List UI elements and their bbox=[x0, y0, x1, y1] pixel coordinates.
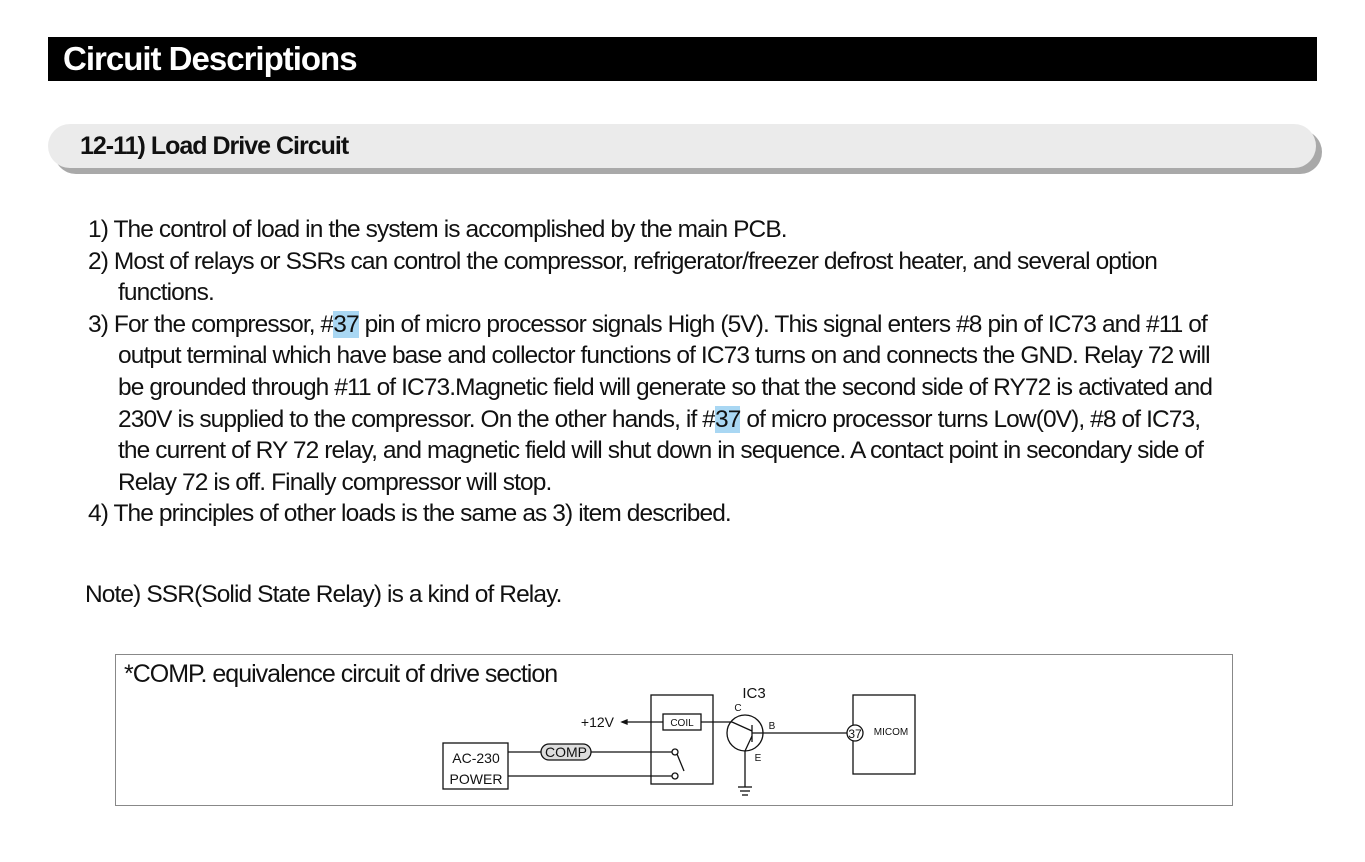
note: Note) SSR(Solid State Relay) is a kind o… bbox=[85, 581, 562, 608]
text: 230V is supplied to the compressor. On t… bbox=[118, 405, 716, 433]
power-label: AC-230 bbox=[452, 750, 500, 766]
circuit-diagram-frame bbox=[115, 654, 1233, 806]
item-2-cont: functions. bbox=[118, 279, 215, 307]
text: of micro processor turns Low(0V), #8 of … bbox=[740, 405, 1201, 433]
ic-label: IC3 bbox=[742, 685, 765, 702]
item-3-cont: 230V is supplied to the compressor. On t… bbox=[88, 404, 1212, 436]
section-title: 12-11) Load Drive Circuit bbox=[48, 124, 1316, 168]
power-label: POWER bbox=[450, 771, 503, 787]
highlight: 37 bbox=[715, 405, 741, 433]
page-title: Circuit Descriptions bbox=[48, 37, 1317, 81]
item-1: 1) The control of load in the system is … bbox=[88, 216, 788, 243]
text: 3) For the compressor, # bbox=[88, 310, 334, 338]
collector-label: C bbox=[734, 703, 741, 714]
description-list: 1) The control of load in the system is … bbox=[88, 214, 1213, 530]
diagram-title: *COMP. equivalence circuit of drive sect… bbox=[124, 660, 558, 688]
micom-label: MICOM bbox=[874, 727, 908, 738]
item-3-cont: the current of RY 72 relay, and magnetic… bbox=[118, 437, 1204, 465]
item-3-cont: Relay 72 is off. Finally compressor will… bbox=[118, 468, 552, 496]
coil-label: COIL bbox=[670, 718, 694, 729]
relay-box bbox=[650, 694, 714, 785]
highlight: 37 bbox=[333, 310, 360, 338]
emitter-label: E bbox=[755, 753, 762, 764]
voltage-label: +12V bbox=[581, 714, 615, 730]
item-4: 4) The principles of other loads is the … bbox=[88, 500, 732, 528]
base-label: B bbox=[769, 721, 776, 732]
pin-label: 37 bbox=[848, 727, 862, 741]
item-3-cont: be grounded through #11 of IC73.Magnetic… bbox=[118, 373, 1213, 401]
pin-circle bbox=[846, 724, 864, 742]
comp-label: COMP bbox=[545, 744, 587, 760]
item-3: 3) For the compressor, #37 pin of micro … bbox=[88, 309, 1212, 341]
item-3-cont: output terminal which have base and coll… bbox=[118, 342, 1211, 370]
item-2: 2) Most of relays or SSRs can control th… bbox=[88, 247, 1158, 275]
power-box bbox=[442, 742, 509, 790]
text: pin of micro processor signals High (5V)… bbox=[358, 310, 1208, 338]
